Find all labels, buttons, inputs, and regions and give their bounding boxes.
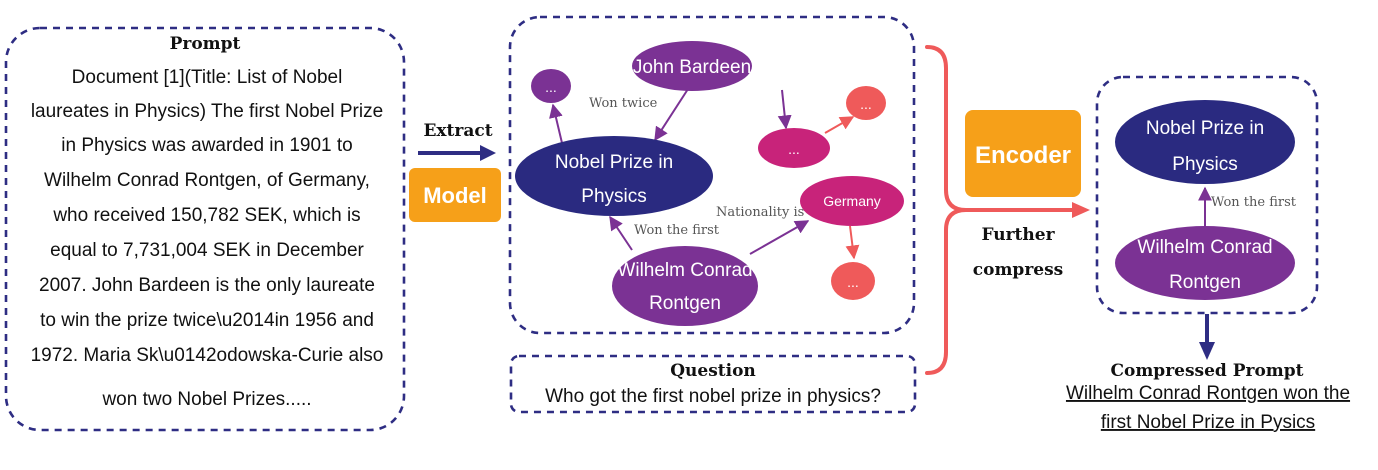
node-ellipsis-label: ... xyxy=(860,96,872,112)
edge-germany-to-coral xyxy=(845,225,860,260)
node-ellipsis-top-left xyxy=(531,69,571,103)
prompt-text: Document [1](Title: List of Nobel laurea… xyxy=(31,67,384,410)
edge-label-won-twice: Won twice xyxy=(589,96,658,111)
result-edge-label: Won the first xyxy=(1211,195,1297,210)
encoder-label: Encoder xyxy=(975,142,1071,169)
node-john-bardeen xyxy=(632,41,752,91)
result-node-wilhelm-label-line2: Rontgen xyxy=(1169,272,1241,293)
node-ellipsis-coral-bottom xyxy=(831,262,875,300)
prompt-line: in Physics was awarded in 1901 to xyxy=(61,135,353,156)
prompt-line: won two Nobel Prizes..... xyxy=(101,389,311,410)
node-ellipsis-magenta xyxy=(758,128,830,168)
result-node-nobel-label-line2: Physics xyxy=(1172,154,1237,175)
node-germany-label: Germany xyxy=(823,193,881,209)
result-graph-panel: Nobel Prize in Physics Won the first Wil… xyxy=(1095,75,1319,315)
question-dashed-border xyxy=(509,354,917,414)
edge-bardeen-to-ellipsis xyxy=(777,89,792,130)
extract-step: Extract Model xyxy=(409,121,501,222)
node-ellipsis-label: ... xyxy=(545,79,557,95)
compressed-prompt-line2: first Nobel Prize in Pysics xyxy=(1101,412,1315,433)
graph-dashed-border xyxy=(508,15,916,335)
question-text: Who got the first nobel prize in physics… xyxy=(545,386,881,407)
node-john-bardeen-label: John Bardeen xyxy=(633,57,751,78)
compressed-prompt-line1: Wilhelm Conrad Rontgen won the xyxy=(1066,383,1350,404)
model-box xyxy=(409,168,501,222)
node-ellipsis-coral-top xyxy=(846,86,886,120)
edge-nobel-to-ellipsis xyxy=(549,103,563,144)
model-label: Model xyxy=(423,183,487,208)
compress-down-arrow-head xyxy=(1199,342,1215,360)
encoder-box xyxy=(965,110,1081,197)
further-compress-line2: compress xyxy=(973,260,1063,280)
edge-magenta-to-coral xyxy=(824,116,855,134)
result-dashed-border xyxy=(1095,75,1319,315)
edge-wilhelm-to-nobel xyxy=(609,215,633,251)
node-nobel-prize xyxy=(515,136,713,216)
node-nobel-prize-label-line2: Physics xyxy=(581,186,646,207)
prompt-line: 2007. John Bardeen is the only laureate xyxy=(39,275,375,296)
prompt-line: Wilhelm Conrad Rontgen, of Germany, xyxy=(44,170,370,191)
extract-label: Extract xyxy=(423,121,492,141)
question-title: Question xyxy=(670,361,756,381)
node-ellipsis-label: ... xyxy=(788,141,800,157)
node-wilhelm-label-line2: Rontgen xyxy=(649,293,721,314)
node-ellipsis-label: ... xyxy=(847,274,859,290)
result-node-wilhelm xyxy=(1115,226,1295,300)
encoder-arrow-head xyxy=(1072,202,1090,218)
node-germany xyxy=(800,176,904,226)
merge-bracket xyxy=(925,45,967,375)
prompt-line: 1972. Maria Sk\u0142odowska-Curie also xyxy=(31,345,384,366)
node-wilhelm xyxy=(612,246,758,326)
prompt-title: Prompt xyxy=(170,34,241,54)
encoder-step: Encoder Further compress xyxy=(925,45,1090,375)
compressed-prompt-section: Compressed Prompt Wilhelm Conrad Rontgen… xyxy=(1066,314,1350,433)
prompt-line: equal to 7,731,004 SEK in December xyxy=(50,240,364,261)
extract-arrow-head xyxy=(480,145,496,161)
edge-bardeen-to-nobel xyxy=(654,88,689,142)
prompt-panel: Prompt Document [1](Title: List of Nobel… xyxy=(4,26,406,432)
edge-wilhelm-to-germany xyxy=(749,220,810,255)
further-compress-line1: Further xyxy=(981,225,1055,245)
result-node-wilhelm-label-line1: Wilhelm Conrad xyxy=(1137,237,1272,258)
prompt-line: Document [1](Title: List of Nobel xyxy=(72,67,343,88)
edge-label-nationality-is: Nationality is xyxy=(716,205,804,220)
knowledge-graph-panel: Won twice Won the first Nationality is .… xyxy=(508,15,916,335)
node-nobel-prize-label-line1: Nobel Prize in xyxy=(555,152,673,173)
prompt-line: to win the prize twice\u2014in 1956 and xyxy=(40,310,374,331)
edge-label-won-the-first: Won the first xyxy=(634,223,720,238)
result-node-nobel-prize xyxy=(1115,100,1295,184)
result-node-nobel-label-line1: Nobel Prize in xyxy=(1146,118,1264,139)
prompt-dashed-border xyxy=(4,26,406,432)
prompt-line: laureates in Physics) The first Nobel Pr… xyxy=(31,101,383,122)
prompt-line: who received 150,782 SEK, which is xyxy=(52,205,360,226)
compressed-prompt-title: Compressed Prompt xyxy=(1110,361,1303,381)
question-panel: Question Who got the first nobel prize i… xyxy=(509,354,917,414)
node-wilhelm-label-line1: Wilhelm Conrad xyxy=(617,260,752,281)
